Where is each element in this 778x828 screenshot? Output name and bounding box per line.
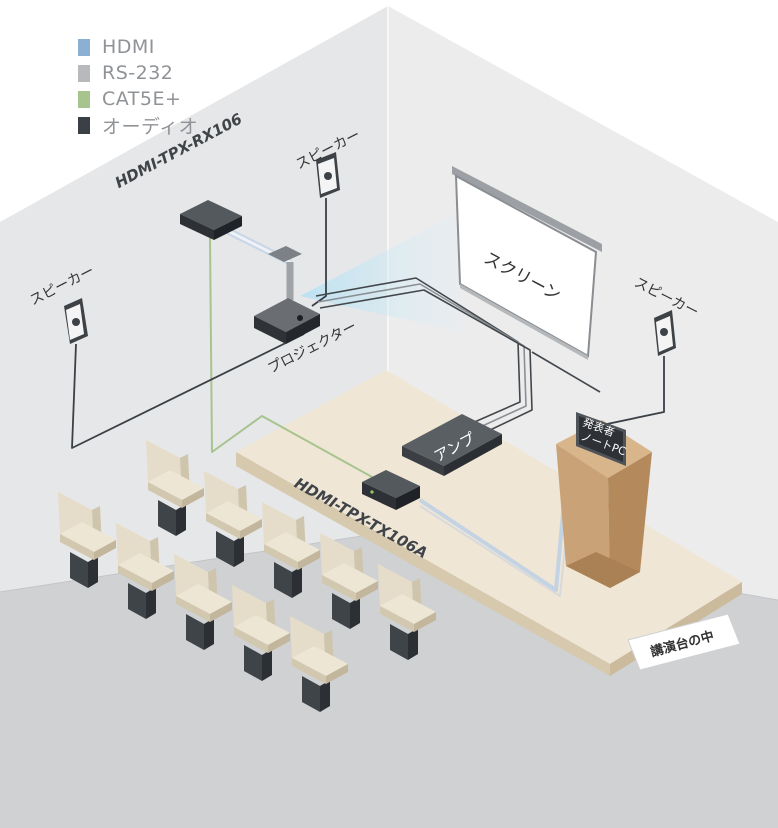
speaker-right <box>654 310 676 356</box>
audio-cable-right <box>587 356 665 429</box>
amplifier <box>402 414 502 476</box>
legend-label: オーディオ <box>102 115 199 138</box>
seat <box>204 471 262 567</box>
legend-item: RS-232 <box>78 60 198 86</box>
audio-cable-left <box>71 333 305 449</box>
legend-item: オーディオ <box>78 112 198 138</box>
seat <box>378 564 436 660</box>
legend-swatch <box>78 90 90 108</box>
stage-platform <box>236 370 742 664</box>
speaker-left <box>64 298 88 344</box>
seat <box>262 502 320 598</box>
speaker-center <box>316 152 340 198</box>
projection-beam <box>300 214 462 332</box>
seat <box>232 585 290 681</box>
audio-cable-center <box>311 198 327 307</box>
seat <box>174 554 232 650</box>
legend-label: CAT5E+ <box>102 88 182 110</box>
transmitter-device <box>362 470 420 510</box>
seat <box>290 616 348 712</box>
legend-swatch <box>78 64 90 82</box>
receiver-device <box>180 200 242 240</box>
podium-note-tag <box>627 613 741 671</box>
seat <box>58 492 116 588</box>
projection-screen <box>452 166 602 360</box>
legend-item: HDMI <box>78 34 198 60</box>
legend-swatch <box>78 38 90 56</box>
cat5e-cable <box>209 237 393 489</box>
projector <box>254 246 320 344</box>
seat <box>146 440 204 536</box>
legend-label: RS-232 <box>102 62 174 84</box>
legend-label: HDMI <box>102 36 155 58</box>
audience-seats <box>58 440 436 712</box>
legend-swatch <box>78 116 90 134</box>
seat <box>116 523 174 619</box>
legend: HDMI RS-232 CAT5E+ オーディオ <box>78 34 198 138</box>
legend-item: CAT5E+ <box>78 86 198 112</box>
seat <box>320 533 378 629</box>
presenter-laptop <box>576 412 626 466</box>
